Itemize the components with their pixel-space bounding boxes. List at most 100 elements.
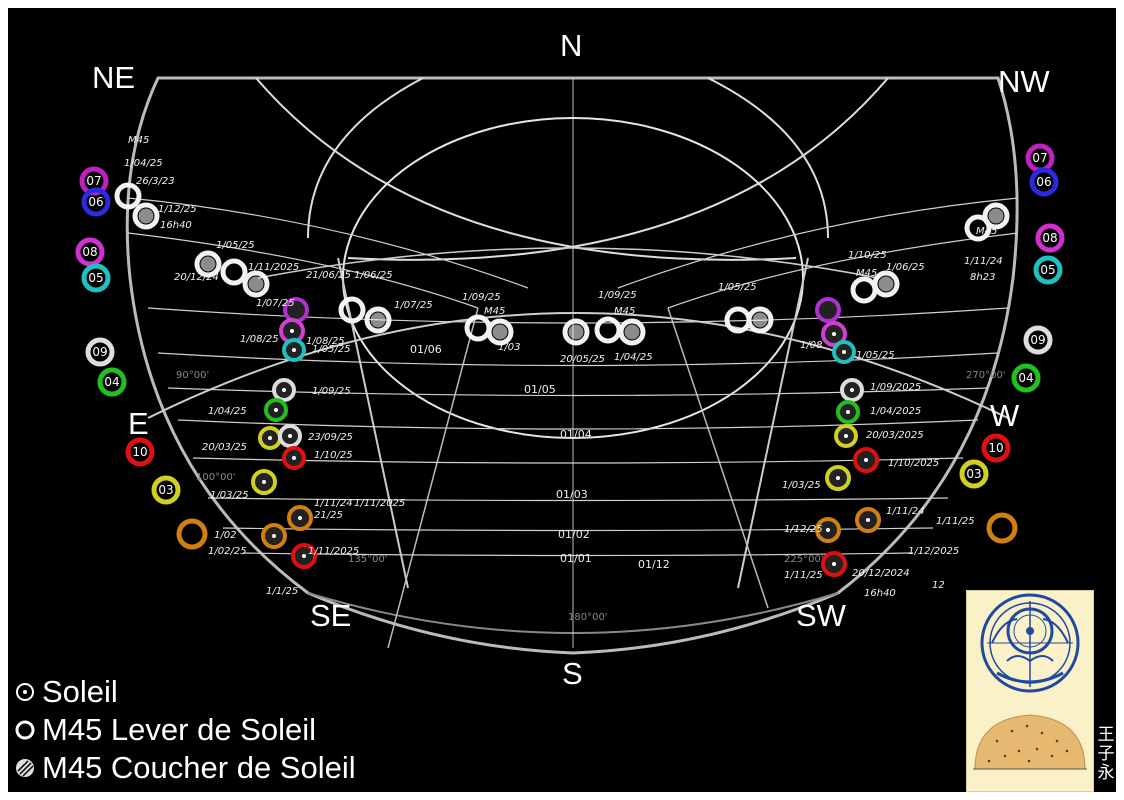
meridian-label: 01/05 <box>524 383 556 396</box>
direction-se: SE <box>310 598 352 633</box>
legend-soleil-label: Soleil <box>42 674 118 709</box>
svg-text:1/03/25: 1/03/25 <box>782 480 821 491</box>
svg-text:20/05/25: 20/05/25 <box>560 354 605 365</box>
meridian-label: 01/02 <box>558 528 590 541</box>
svg-text:04: 04 <box>1018 371 1033 385</box>
svg-text:1/10/2025: 1/10/2025 <box>888 458 939 469</box>
svg-text:20/03/25: 20/03/25 <box>202 442 247 453</box>
direction-s: S <box>562 656 583 691</box>
sun-markers <box>251 297 881 577</box>
svg-text:M45: M45 <box>856 268 877 279</box>
svg-text:M45: M45 <box>976 226 997 237</box>
month-marker-03-left: 03 <box>151 475 181 505</box>
month-marker-08-right: 08 <box>1035 223 1065 253</box>
svg-text:21/25: 21/25 <box>314 510 343 521</box>
svg-text:20/12/2024: 20/12/2024 <box>852 568 910 579</box>
svg-text:1/05/25: 1/05/25 <box>312 344 351 355</box>
svg-text:07: 07 <box>86 174 101 188</box>
svg-text:21/06/25: 21/06/25 <box>306 270 351 281</box>
svg-text:20/03/2025: 20/03/2025 <box>866 430 924 441</box>
svg-text:1/12/25: 1/12/25 <box>158 204 197 215</box>
svg-text:1/09/25: 1/09/25 <box>598 290 637 301</box>
month-marker-08-left: 08 <box>75 237 105 267</box>
svg-text:1/02/25: 1/02/25 <box>208 546 247 557</box>
svg-text:1/05/25: 1/05/25 <box>856 350 895 361</box>
legend-coucher: M45 Coucher de Soleil <box>14 752 356 783</box>
legend-lever: M45 Lever de Soleil <box>14 714 316 745</box>
svg-text:1/02: 1/02 <box>214 530 236 541</box>
svg-text:07: 07 <box>1032 151 1047 165</box>
month-marker-06-right: 06 <box>1029 167 1059 197</box>
legend-coucher-label: M45 Coucher de Soleil <box>42 750 356 785</box>
legend-soleil: Soleil <box>14 676 118 707</box>
sky-dome-drawing: 90°00' 100°00' 135°00' 180°00' 225°00' 2… <box>75 76 1065 655</box>
svg-text:1/11/25: 1/11/25 <box>784 570 823 581</box>
svg-text:8h23: 8h23 <box>970 272 995 283</box>
signature: 王子永 <box>1097 725 1115 783</box>
legend-lever-label: M45 Lever de Soleil <box>42 712 316 747</box>
svg-text:12: 12 <box>932 580 945 591</box>
direction-w: W <box>990 398 1020 433</box>
svg-text:1/11/24: 1/11/24 <box>314 498 353 509</box>
svg-text:16h40: 16h40 <box>160 220 192 231</box>
svg-text:1/11/25: 1/11/25 <box>936 516 975 527</box>
svg-text:M45: M45 <box>484 306 505 317</box>
meridian-label: 01/04 <box>560 428 592 441</box>
svg-text:1/07/25: 1/07/25 <box>394 300 433 311</box>
svg-text:1/08/25: 1/08/25 <box>240 334 279 345</box>
month-marker-05-right: 05 <box>1033 255 1063 285</box>
meridian-label: 01/01 <box>560 552 592 565</box>
svg-text:1/05/25: 1/05/25 <box>216 240 255 251</box>
svg-text:1/09/2025: 1/09/2025 <box>870 382 921 393</box>
meridian-label: 01/12 <box>638 558 670 571</box>
az-90: 90°00' <box>176 370 209 381</box>
month-marker-09-right: 09 <box>1023 325 1053 355</box>
month-marker-06-left: 06 <box>81 187 111 217</box>
svg-text:03: 03 <box>158 483 173 497</box>
month-marker-09-left: 09 <box>85 337 115 367</box>
svg-text:1/09/25: 1/09/25 <box>462 292 501 303</box>
az-225: 225°00' <box>784 554 824 565</box>
svg-text:06: 06 <box>88 195 103 209</box>
svg-text:1/11/2025: 1/11/2025 <box>248 262 299 273</box>
svg-text:04: 04 <box>104 375 119 389</box>
direction-nw: NW <box>998 64 1050 99</box>
svg-text:M45: M45 <box>128 135 149 146</box>
svg-text:1/06/25: 1/06/25 <box>354 270 393 281</box>
svg-text:1/11/2025: 1/11/2025 <box>354 498 405 509</box>
svg-text:09: 09 <box>1030 333 1045 347</box>
month-marker-05-left: 05 <box>81 263 111 293</box>
meridian-label: 01/03 <box>556 488 588 501</box>
svg-text:1/04/25: 1/04/25 <box>124 158 163 169</box>
svg-text:1/04/25: 1/04/25 <box>614 352 653 363</box>
svg-text:05: 05 <box>88 271 103 285</box>
svg-text:1/07/25: 1/07/25 <box>256 298 295 309</box>
svg-text:06: 06 <box>1036 175 1051 189</box>
month-marker-04-right: 04 <box>1011 363 1041 393</box>
svg-text:1/11/24: 1/11/24 <box>964 256 1003 267</box>
month-marker-07-right: 07 <box>1025 143 1055 173</box>
svg-text:1/1/25: 1/1/25 <box>266 586 298 597</box>
svg-text:1/12/25: 1/12/25 <box>784 524 823 535</box>
svg-text:10: 10 <box>988 441 1003 455</box>
svg-text:1/09/25: 1/09/25 <box>312 386 351 397</box>
svg-text:1/11/24: 1/11/24 <box>886 506 925 517</box>
svg-text:10: 10 <box>132 445 147 459</box>
svg-text:20/12/24: 20/12/24 <box>174 272 219 283</box>
direction-ne: NE <box>92 60 136 95</box>
hatched-circle-icon <box>16 758 34 777</box>
month-marker-07-left: 07 <box>79 166 109 196</box>
ring-icon <box>15 720 35 739</box>
astrolabe-inset <box>966 590 1094 792</box>
astrolabe-icon <box>973 593 1087 770</box>
month-markers: 07 06 08 05 09 04 10 03 07 06 08 05 09 0… <box>75 143 1065 550</box>
month-marker-03-right: 03 <box>959 459 989 489</box>
svg-text:1/08: 1/08 <box>800 340 822 351</box>
svg-text:05: 05 <box>1040 263 1055 277</box>
svg-text:1/05/25: 1/05/25 <box>718 282 757 293</box>
svg-text:1/06/25: 1/06/25 <box>886 262 925 273</box>
date-annotations: M45 1/04/25 26/3/23 1/12/25 16h40 1/05/2… <box>124 135 1003 599</box>
svg-text:1/04/2025: 1/04/2025 <box>870 406 921 417</box>
svg-text:M45: M45 <box>614 306 635 317</box>
svg-text:1/04/25: 1/04/25 <box>208 406 247 417</box>
